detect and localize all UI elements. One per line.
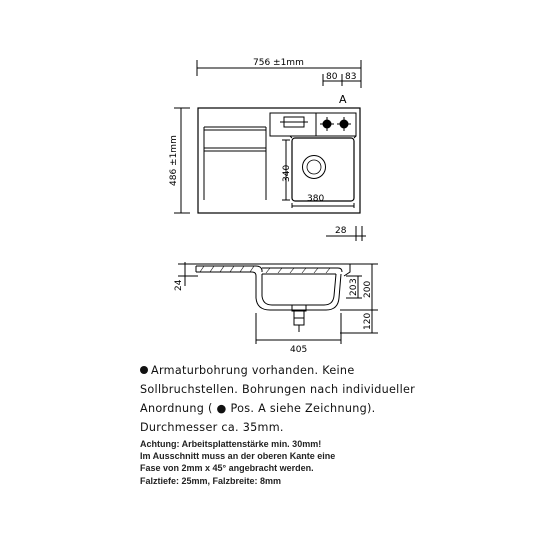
worktop-warning: Achtung: Arbeitsplattenstärke min. 30mm!… [140,438,440,487]
note-line-3: Anordnung ( ● Pos. A siehe Zeichnung). [140,402,376,415]
bullet-icon [140,366,148,374]
tap-hole-position-a-icon [337,117,351,131]
tap-hole-icon [320,117,334,131]
bowl-outline [291,137,355,202]
bowl-depth-label: 340 [282,165,292,182]
below-height-label: 120 [363,313,373,330]
overall-depth-label: 486 ±1mm [169,135,179,186]
tap-offset-1-label: 80 [326,72,338,82]
bowl-width-label: 380 [307,194,324,204]
note-line-4: Durchmesser ca. 35mm. [140,421,284,434]
bowl-height-label: 200 [363,281,373,298]
warning-line-3: Fase von 2mm x 45° angebracht werden. [140,463,314,474]
overall-width-label: 756 ±1mm [253,58,304,68]
warning-line-1: Achtung: Arbeitsplattenstärke min. 30mm! [140,439,322,449]
warning-line-2: Im Ausschnitt muss an der oberen Kante e… [140,451,336,462]
left-height-label: 24 [174,279,184,291]
rim-height-label: 20 [349,284,359,296]
edge-height-label: 3 [349,278,359,284]
bowl-inner-width-label: 405 [290,345,307,355]
top-view [174,60,366,241]
warning-line-4: Falztiefe: 25mm, Falzbreite: 8mm [140,475,282,486]
edge-offset-label: 28 [335,226,347,236]
note-line-1: Armaturbohrung vorhanden. Keine [140,361,440,380]
drain-icon [302,155,326,179]
section-view [178,262,378,344]
sink-outline [197,107,361,214]
tap-offset-2-label: 83 [345,72,356,82]
installation-note: Armaturbohrung vorhanden. Keine Sollbruc… [140,361,440,437]
note-line-2: Sollbruchstellen. Bohrungen nach individ… [140,383,416,396]
position-marker-label: A [339,93,347,106]
